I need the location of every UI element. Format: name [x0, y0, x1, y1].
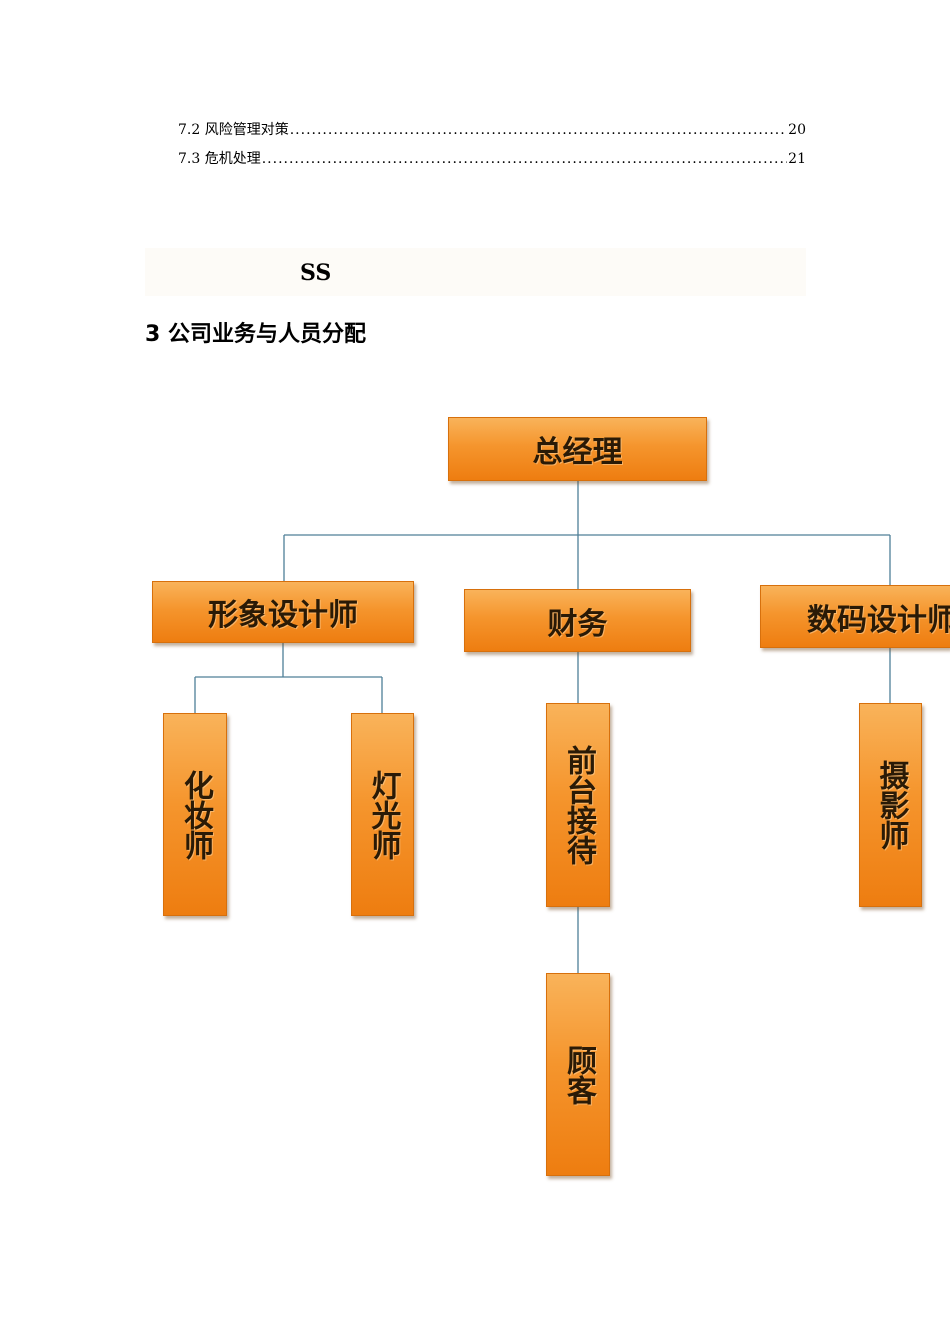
org-box-makeup-artist: 化妆师 [163, 713, 227, 916]
org-box-front-desk: 前台接待 [546, 703, 610, 907]
org-box-general-manager: 总经理 [448, 417, 707, 481]
org-box-image-designer: 形象设计师 [152, 581, 414, 643]
org-box-finance: 财务 [464, 589, 691, 652]
banner-text: SS [300, 260, 332, 286]
org-box-label: 财务 [547, 606, 608, 642]
org-box-label: 数码设计师 [807, 602, 950, 638]
org-box-lighting-technician: 灯光师 [351, 713, 414, 916]
shaded-banner: SS [145, 248, 806, 296]
org-box-label: 化妆师 [178, 769, 213, 860]
toc-page-number: 21 [788, 151, 806, 167]
org-box-customer: 顾客 [546, 973, 610, 1176]
org-box-digital-designer: 数码设计师 [760, 585, 950, 648]
org-box-label: 摄影师 [873, 760, 909, 850]
org-box-label: 灯光师 [365, 769, 401, 860]
org-box-photographer: 摄影师 [859, 703, 922, 907]
org-box-label: 顾客 [561, 1044, 596, 1105]
toc-page-number: 20 [788, 122, 806, 138]
toc-line-7-2[interactable]: 7.2 风险管理对策 20 [178, 121, 806, 139]
org-box-label: 形象设计师 [208, 598, 358, 633]
org-box-label: 前台接待 [561, 745, 596, 865]
section-heading: 3 公司业务与人员分配 [145, 322, 366, 347]
org-box-label: 总经理 [532, 435, 623, 470]
toc-label: 7.3 危机处理 [178, 151, 261, 167]
toc-line-7-3[interactable]: 7.3 危机处理 21 [178, 150, 806, 168]
toc-label: 7.2 风险管理对策 [178, 122, 289, 138]
